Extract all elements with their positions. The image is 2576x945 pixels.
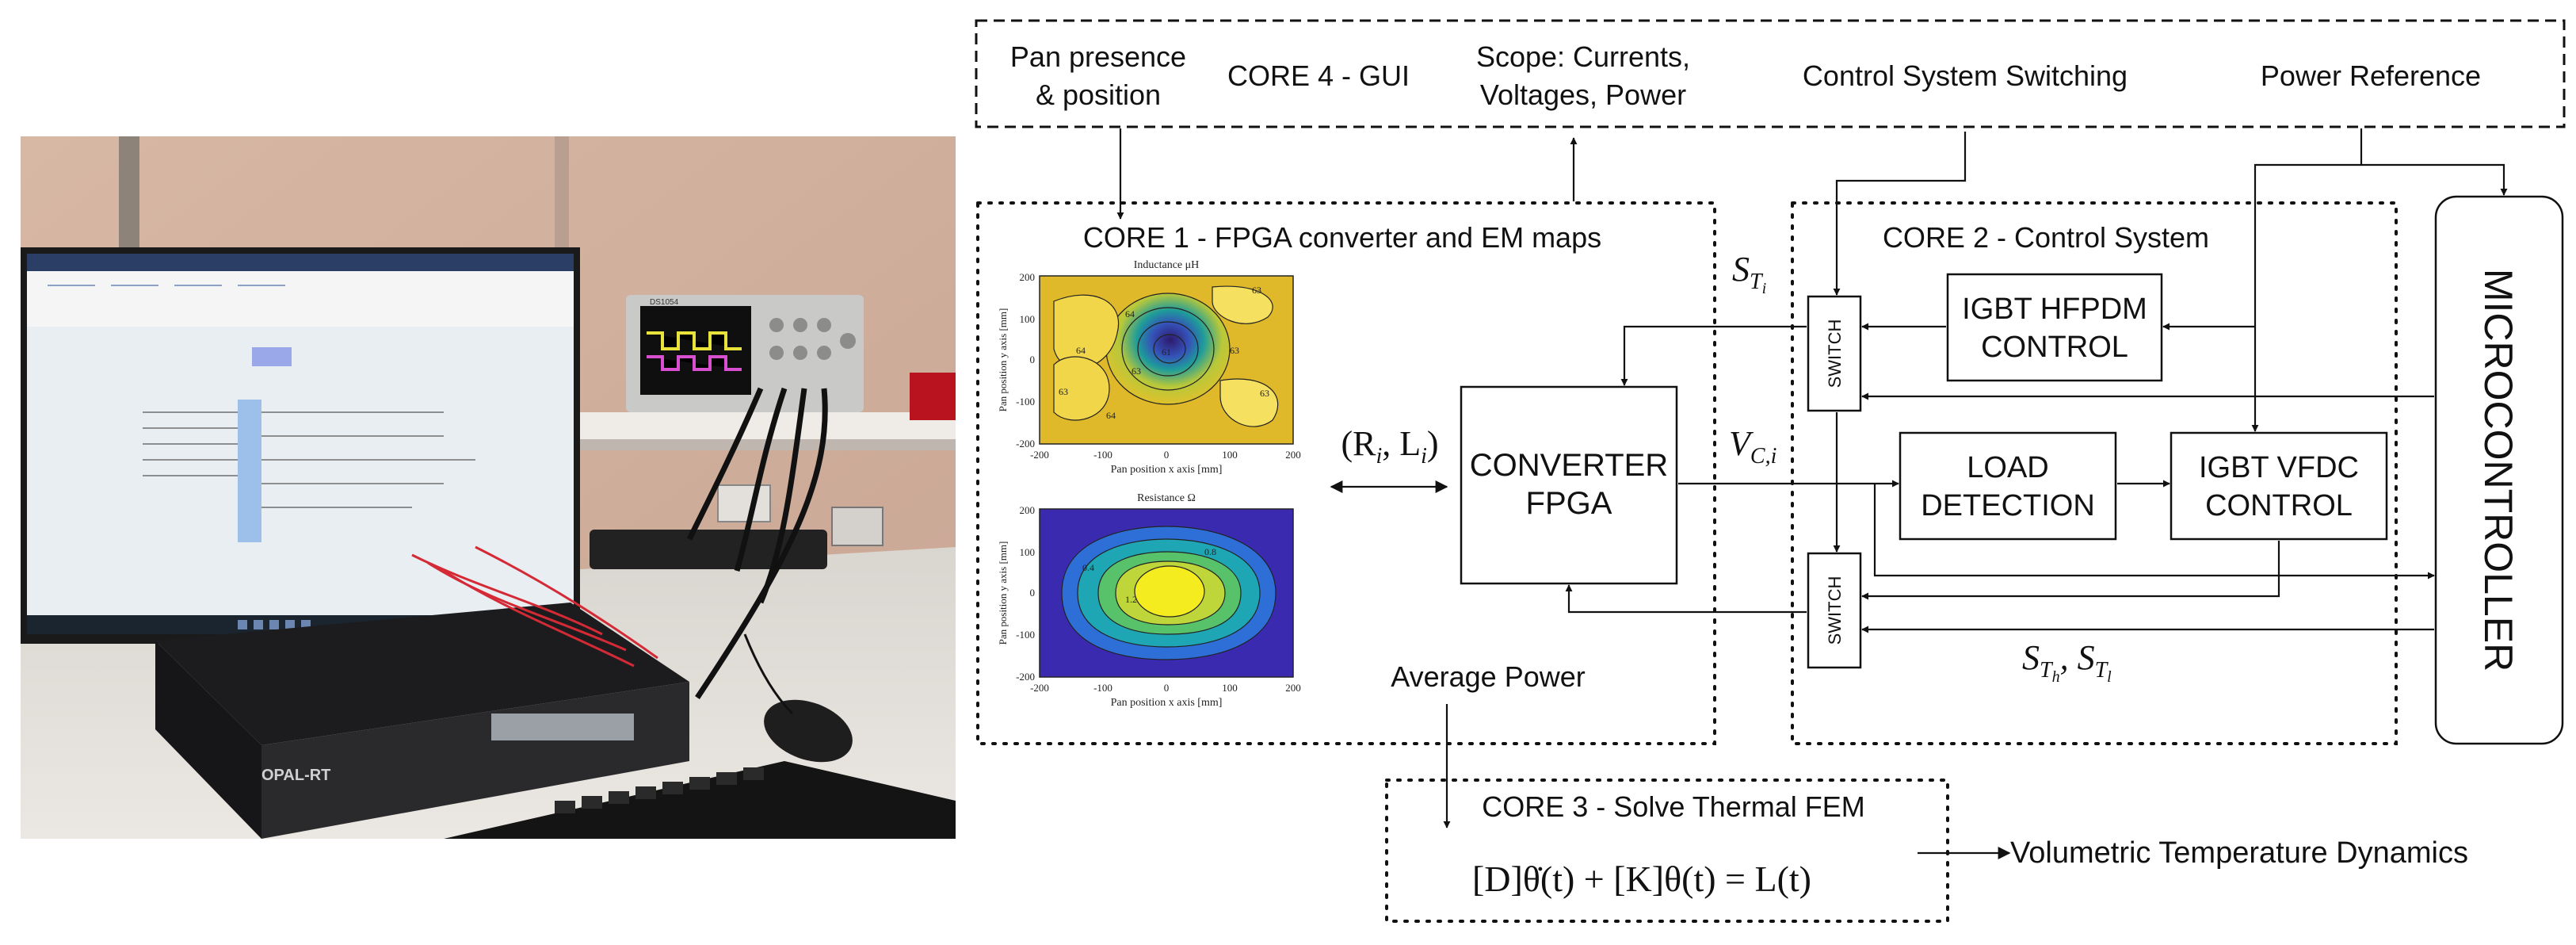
- igbt-vfdc-box: [2170, 431, 2388, 541]
- svg-text:100: 100: [1020, 313, 1036, 325]
- inductance-xlabel: Pan position x axis [mm]: [1111, 464, 1223, 476]
- converter-fpga-box: [1460, 385, 1678, 585]
- microcontroller-box: [2434, 195, 2564, 745]
- pan-presence-line1: Pan presence: [1010, 40, 1186, 73]
- load-detection-box: [1899, 431, 2117, 541]
- svg-text:61: 61: [1162, 346, 1171, 358]
- core3-frame: [1385, 779, 1949, 923]
- igbt-vfdc-line2: CONTROL: [2205, 489, 2353, 522]
- connection-wires: [1116, 128, 2508, 859]
- inductance-ytick-labels: 200 100 0 -100 -200: [1016, 271, 1035, 450]
- svg-text:63: 63: [1260, 388, 1269, 399]
- svg-text:-100: -100: [1016, 629, 1035, 641]
- svg-text:-100: -100: [1093, 449, 1112, 461]
- simulator-brand: OPAL-RT: [261, 767, 330, 784]
- svg-text:-100: -100: [1093, 682, 1112, 694]
- load-detection-line1: LOAD: [1967, 451, 2048, 484]
- core4-gui-frame: [975, 19, 2566, 128]
- core2-title: CORE 2 - Control System: [1883, 221, 2209, 254]
- scope-line2: Voltages, Power: [1480, 78, 1686, 111]
- switch-bottom-label: SWITCH: [1825, 576, 1845, 645]
- svg-text:100: 100: [1020, 546, 1036, 558]
- ri-li-label: (Ri, Li): [1341, 424, 1438, 469]
- inductance-contour-labels: 63 63 64 64 63 63 61 64 63: [1059, 285, 1269, 421]
- power-reference-label: Power Reference: [2261, 59, 2481, 92]
- inductance-map: Inductance μH 63 63 64 64 63 63 61 64 63…: [997, 259, 1301, 476]
- svg-text:63: 63: [1230, 345, 1239, 356]
- inductance-ylabel: Pan position y axis [mm]: [997, 308, 1009, 412]
- svg-text:0: 0: [1030, 354, 1036, 365]
- svg-text:0.4: 0.4: [1082, 562, 1094, 573]
- svg-text:-200: -200: [1030, 449, 1049, 461]
- control-switching-label: Control System Switching: [1803, 59, 2128, 92]
- resistance-map: Resistance Ω 0.4 0.8 1.2 200 100 0 -100 …: [997, 492, 1301, 709]
- resistance-ytick-labels: 200 100 0 -100 -200: [1016, 504, 1035, 683]
- igbt-hfpdm-line2: CONTROL: [1981, 331, 2128, 364]
- svg-text:0: 0: [1030, 587, 1036, 599]
- core1-title: CORE 1 - FPGA converter and EM maps: [1083, 221, 1601, 254]
- microcontroller-label: MICROCONTROLLER: [2476, 269, 2521, 671]
- igbt-hfpdm-box: [1946, 273, 2163, 382]
- svg-text:-200: -200: [1016, 438, 1035, 450]
- svg-text:100: 100: [1222, 449, 1238, 461]
- oscilloscope: DS1054: [626, 295, 864, 412]
- output-label: Volumetric Temperature Dynamics: [2010, 836, 2468, 870]
- core2-frame: [1791, 201, 2398, 745]
- resistance-xlabel: Pan position x axis [mm]: [1111, 697, 1223, 709]
- sti-label: STi: [1732, 250, 1766, 297]
- svg-text:100: 100: [1222, 682, 1238, 694]
- resistance-title: Resistance Ω: [1137, 492, 1196, 504]
- thermal-equation: [D]θ̇(t) + [K]θ(t) = L(t): [1472, 859, 1811, 899]
- core3-title: CORE 3 - Solve Thermal FEM: [1482, 790, 1864, 823]
- svg-text:63: 63: [1059, 386, 1068, 397]
- svg-text:200: 200: [1020, 271, 1036, 283]
- resistance-contour-labels: 0.4 0.8 1.2: [1082, 546, 1216, 605]
- scope-line1: Scope: Currents,: [1476, 40, 1690, 73]
- inductance-xtick-labels: -200 -100 0 100 200: [1030, 449, 1301, 461]
- average-power-label: Average Power: [1391, 660, 1585, 693]
- inductance-title: Inductance μH: [1134, 259, 1200, 271]
- svg-text:63: 63: [1252, 285, 1261, 296]
- svg-text:200: 200: [1285, 449, 1301, 461]
- igbt-hfpdm-line1: IGBT HFPDM: [1962, 293, 2147, 326]
- core4-title: CORE 4 - GUI: [1227, 59, 1410, 92]
- switch-top-label: SWITCH: [1825, 319, 1845, 388]
- igbt-vfdc-line1: IGBT VFDC: [2199, 451, 2359, 484]
- switch-bottom: [1807, 552, 1862, 669]
- keyboard: [444, 761, 956, 839]
- load-detection-line2: DETECTION: [1921, 489, 2095, 522]
- core1-frame: [976, 201, 1716, 745]
- svg-text:200: 200: [1285, 682, 1301, 694]
- resistance-ylabel: Pan position y axis [mm]: [997, 541, 1009, 645]
- svg-text:-200: -200: [1030, 682, 1049, 694]
- converter-line2: FPGA: [1526, 486, 1612, 521]
- svg-text:64: 64: [1076, 345, 1086, 356]
- opal-rt-simulator: OPAL-RT: [155, 603, 689, 839]
- converter-line1: CONVERTER: [1470, 448, 1668, 483]
- svg-text:63: 63: [1132, 365, 1141, 377]
- svg-text:0: 0: [1164, 682, 1170, 694]
- svg-text:0: 0: [1164, 449, 1170, 461]
- switch-top: [1807, 295, 1862, 412]
- pan-presence-line2: & position: [1036, 78, 1161, 111]
- svg-text:200: 200: [1020, 504, 1036, 516]
- svg-text:64: 64: [1106, 410, 1116, 421]
- resistance-xtick-labels: -200 -100 0 100 200: [1030, 682, 1301, 694]
- vci-label: VC,i: [1729, 424, 1776, 469]
- lab-setup-photo: DS1054 OPAL-RT: [21, 136, 956, 839]
- svg-text:1.2: 1.2: [1125, 594, 1137, 605]
- sth-stl-label: STh, STl: [2022, 638, 2112, 686]
- scope-brand: DS1054: [650, 298, 679, 307]
- svg-text:0.8: 0.8: [1204, 546, 1216, 557]
- svg-text:-100: -100: [1016, 396, 1035, 407]
- svg-text:-200: -200: [1016, 671, 1035, 683]
- svg-text:64: 64: [1125, 308, 1135, 319]
